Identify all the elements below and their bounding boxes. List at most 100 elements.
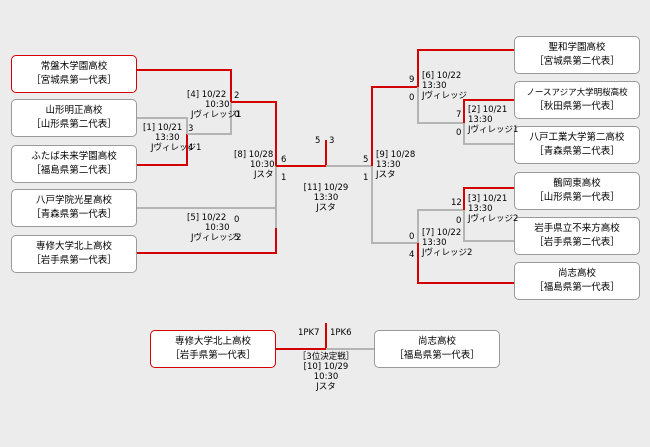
bracket-line-m2-bottom	[463, 123, 514, 145]
score: 1PK6	[330, 328, 352, 338]
match-venue: Jスタ	[316, 382, 336, 392]
bracket-line-m1-top	[137, 117, 188, 134]
score: 12	[451, 198, 462, 208]
match-time: 10:30	[250, 160, 275, 170]
score: 6	[281, 155, 287, 165]
match-info-m7: [7] 10/22 13:30 Jヴィレッジ2	[422, 228, 472, 258]
match-info-m5: [5] 10/22 10:30 Jヴィレッジ2	[187, 213, 241, 243]
bracket-line-m7-top	[417, 209, 464, 243]
match-time: 13:30	[155, 133, 180, 143]
bracket-line-m1-bottom	[137, 134, 188, 166]
score: 5	[363, 155, 369, 165]
match-venue: Jスタ	[376, 170, 396, 180]
team-prefecture: ［福島県第一代表］	[394, 350, 480, 361]
match-number: [9]	[376, 150, 389, 160]
score: 3	[329, 136, 335, 146]
match-time: 13:30	[313, 193, 339, 203]
match-date: 10/21	[482, 194, 508, 204]
match-date: 10/22	[201, 213, 227, 223]
bracket-line-m8-top	[231, 101, 277, 166]
team-prefecture: ［宮城県第一代表］	[31, 75, 117, 86]
match-info-m2: [2] 10/21 13:30 Jヴィレッジ1	[468, 105, 518, 135]
score: 0	[234, 110, 240, 120]
team-name: 常盤木学園高校	[40, 61, 108, 72]
match-venue: Jヴィレッジ1	[151, 143, 202, 153]
team-name: 尚志高校	[557, 268, 596, 279]
team-box: 尚志高校 ［福島県第一代表］	[374, 330, 500, 368]
match-time: 13:30	[422, 81, 447, 91]
match-time: 10:30	[205, 223, 230, 233]
match-date: 10/28	[248, 150, 274, 160]
team-box: 鶴岡東高校 ［山形県第一代表］	[514, 172, 640, 210]
team-name: ふたば未来学園高校	[31, 151, 117, 162]
match-time: 10:30	[205, 100, 230, 110]
score: 0	[234, 215, 240, 225]
team-prefecture: ［福島県第二代表］	[31, 165, 117, 176]
team-name: 専修大学北上高校	[35, 241, 112, 252]
score: 3	[188, 124, 194, 134]
bracket-line-m4-top	[137, 69, 232, 102]
team-box: 八戸学院光星高校 ［青森県第一代表］	[11, 189, 137, 227]
score: 0	[409, 93, 415, 103]
team-name: 尚志高校	[417, 336, 456, 347]
team-prefecture: ［宮城県第二代表］	[534, 56, 620, 67]
match-number: [10]	[303, 362, 322, 372]
score: 5	[315, 136, 321, 146]
match-time: 13:30	[468, 204, 493, 214]
match-date: 10/29	[323, 183, 349, 193]
team-box: ノースアジア大学明桜高校 ［秋田県第一代表］	[514, 81, 640, 119]
team-box: 山形明正高校 ［山形県第二代表］	[11, 99, 137, 137]
team-box: 専修大学北上高校 ［岩手県第一代表］	[11, 235, 137, 273]
team-name: 八戸工業大学第二高校	[529, 132, 625, 143]
match-number: [7]	[422, 228, 435, 238]
score: 1PK7	[298, 328, 320, 338]
team-box: 八戸工業大学第二高校 ［青森県第二代表］	[514, 126, 640, 164]
match-date: 10/29	[323, 362, 349, 372]
team-box: 尚志高校 ［福島県第一代表］	[514, 262, 640, 300]
team-name: 八戸学院光星高校	[35, 195, 112, 206]
team-prefecture: ［山形県第一代表］	[534, 192, 620, 203]
match-time: 10:30	[313, 372, 339, 382]
team-name: 聖和学園高校	[548, 42, 606, 53]
team-prefecture: ［岩手県第一代表］	[31, 255, 117, 266]
match-date: 10/22	[436, 228, 462, 238]
match-info-m8: [8] 10/28 10:30 Jスタ	[234, 150, 275, 180]
team-box: 岩手県立不来方高校 ［岩手県第二代表］	[514, 217, 640, 255]
bracket-line-m7-bottom	[417, 243, 514, 284]
match-number: [11]	[303, 183, 322, 193]
bracket-line-m6-bottom	[417, 87, 464, 124]
team-prefecture: ［福島県第一代表］	[534, 282, 620, 293]
match-date: 10/28	[390, 150, 416, 160]
match-info-m6: [6] 10/22 13:30 Jヴィレッジ	[422, 71, 467, 101]
score: 2	[234, 91, 240, 101]
score: 0	[409, 232, 415, 242]
bracket-line-m6-top	[417, 49, 514, 87]
team-prefecture: ［秋田県第一代表］	[534, 101, 620, 112]
match-venue: Jスタ	[316, 203, 336, 213]
score: 0	[456, 128, 462, 138]
match-info-m1: [1] 10/21 13:30 Jヴィレッジ1	[143, 123, 201, 153]
match-date: 10/21	[482, 105, 508, 115]
bracket-line-m2-top	[463, 99, 514, 123]
bracket-line-m5-bottom	[137, 228, 277, 254]
team-prefecture: ［山形県第二代表］	[31, 119, 117, 130]
match-date: 10/22	[201, 90, 227, 100]
team-name: 専修大学北上高校	[174, 336, 251, 347]
match-info-m9: [9] 10/28 13:30 Jスタ	[376, 150, 415, 180]
score: 9	[409, 75, 415, 85]
match-venue: Jヴィレッジ	[422, 91, 468, 101]
team-box: 専修大学北上高校 ［岩手県第一代表］	[150, 330, 276, 368]
team-name: 岩手県立不来方高校	[534, 223, 620, 234]
match-info-m10: ［3位決定戦］ [10] 10/29 10:30 Jスタ	[297, 352, 355, 392]
score: 4	[188, 143, 194, 153]
team-prefecture: ［青森県第一代表］	[31, 209, 117, 220]
team-name: 山形明正高校	[45, 105, 103, 116]
bracket-line-m4-bottom	[187, 102, 232, 135]
score: 5	[234, 233, 240, 243]
match-number: [2]	[468, 105, 481, 115]
match-info-m4: [4] 10/22 10:30 Jヴィレッジ1	[187, 90, 241, 120]
match-number: [4]	[187, 90, 200, 100]
team-name: 鶴岡東高校	[553, 178, 601, 189]
match-venue: Jヴィレッジ2	[468, 214, 519, 224]
